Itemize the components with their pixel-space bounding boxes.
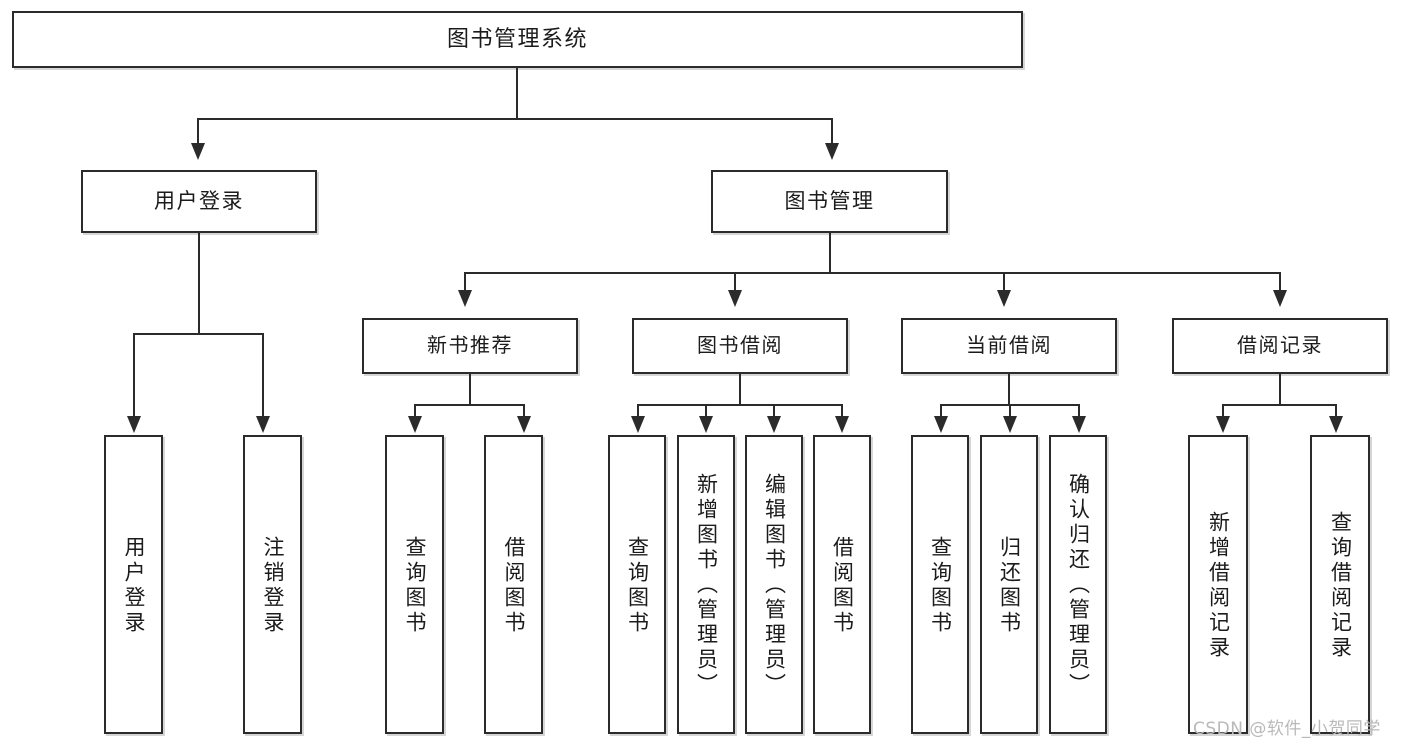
connector-user-login-stem bbox=[198, 233, 201, 334]
node-label: 新增借阅记录 bbox=[1206, 510, 1231, 661]
connector-bb-to-leaf-3 bbox=[773, 404, 776, 418]
node-label: 图书管理 bbox=[784, 189, 875, 214]
node-borrow-record[interactable]: 借阅记录 bbox=[1172, 318, 1388, 374]
connector-bb-to-leaf-2 bbox=[705, 404, 708, 418]
arrow-to-leaf-logout bbox=[256, 416, 270, 433]
leaf-edit-book-admin[interactable]: 编辑图书（管理员） bbox=[745, 435, 803, 734]
connector-bm-to-new-book bbox=[464, 272, 467, 292]
leaf-add-book-admin[interactable]: 新增图书（管理员） bbox=[677, 435, 735, 734]
connector-bm-to-book-borrow bbox=[734, 272, 737, 292]
arrow-to-leaf-query-book-nb bbox=[408, 416, 422, 433]
connector-root-stem bbox=[516, 68, 519, 119]
node-label: 图书管理系统 bbox=[446, 26, 588, 52]
leaf-confirm-return-admin[interactable]: 确认归还（管理员） bbox=[1049, 435, 1107, 734]
connector-bm-to-current-borrow bbox=[1003, 272, 1006, 292]
connector-br-to-leaf-1 bbox=[1222, 404, 1225, 418]
node-book-management[interactable]: 图书管理 bbox=[711, 170, 948, 233]
node-current-borrow[interactable]: 当前借阅 bbox=[901, 318, 1117, 374]
leaf-query-book-current[interactable]: 查询图书 bbox=[911, 435, 969, 734]
leaf-return-book[interactable]: 归还图书 bbox=[980, 435, 1038, 734]
connector-new-book-to-leaf-1 bbox=[414, 404, 417, 418]
connector-root-to-book-management bbox=[831, 118, 834, 145]
connector-br-to-leaf-2 bbox=[1335, 404, 1338, 418]
leaf-borrow-book[interactable]: 借阅图书 bbox=[813, 435, 871, 734]
connector-new-book-bus bbox=[414, 404, 525, 407]
arrow-to-leaf-edit-book bbox=[767, 416, 781, 433]
node-root-book-management-system[interactable]: 图书管理系统 bbox=[12, 11, 1023, 68]
connector-user-login-bus bbox=[133, 333, 264, 336]
leaf-logout[interactable]: 注销登录 bbox=[243, 435, 302, 734]
arrow-to-borrow-record bbox=[1273, 290, 1287, 307]
arrow-to-new-book bbox=[458, 290, 472, 307]
arrow-to-leaf-borrow-book-nb bbox=[517, 416, 531, 433]
node-label: 用户登录 bbox=[122, 535, 146, 636]
connector-bb-to-leaf-4 bbox=[841, 404, 844, 418]
node-label: 当前借阅 bbox=[966, 333, 1052, 358]
connector-book-management-bus bbox=[464, 272, 1281, 275]
connector-book-management-stem bbox=[829, 233, 832, 273]
connector-cb-to-leaf-3 bbox=[1078, 404, 1081, 418]
node-label: 归还图书 bbox=[997, 535, 1022, 636]
leaf-user-login[interactable]: 用户登录 bbox=[104, 435, 163, 734]
node-label: 用户登录 bbox=[154, 189, 244, 214]
connector-bb-to-leaf-1 bbox=[637, 404, 640, 418]
connector-new-book-to-leaf-2 bbox=[523, 404, 526, 418]
node-label: 查询借阅记录 bbox=[1328, 510, 1353, 661]
connector-user-login-to-leaf-2 bbox=[262, 333, 265, 418]
arrow-to-leaf-add-book bbox=[699, 416, 713, 433]
node-new-book-recommend[interactable]: 新书推荐 bbox=[362, 318, 578, 374]
node-label: 新书推荐 bbox=[427, 333, 513, 358]
connector-root-to-user-login bbox=[197, 118, 200, 145]
connector-cb-to-leaf-2 bbox=[1009, 404, 1012, 418]
arrow-to-leaf-query-book-cb bbox=[934, 416, 948, 433]
connector-book-borrow-bus bbox=[637, 404, 843, 407]
leaf-query-book-borrow[interactable]: 查询图书 bbox=[608, 435, 666, 734]
arrow-to-leaf-borrow-book-bb bbox=[835, 416, 849, 433]
connector-borrow-record-stem bbox=[1279, 374, 1282, 405]
arrow-to-book-borrow bbox=[728, 290, 742, 307]
node-label: 借阅图书 bbox=[502, 535, 526, 636]
arrow-to-leaf-return-book bbox=[1003, 416, 1017, 433]
node-book-borrow[interactable]: 图书借阅 bbox=[632, 318, 848, 374]
node-label: 注销登录 bbox=[261, 535, 285, 636]
arrow-to-book-management bbox=[825, 143, 839, 160]
arrow-to-leaf-user-login bbox=[127, 416, 141, 433]
leaf-add-borrow-record[interactable]: 新增借阅记录 bbox=[1188, 435, 1248, 734]
node-label: 查询图书 bbox=[928, 535, 953, 636]
node-label: 借阅图书 bbox=[830, 535, 855, 636]
connector-book-borrow-stem bbox=[739, 374, 742, 405]
node-label: 借阅记录 bbox=[1237, 333, 1323, 358]
connector-new-book-stem bbox=[469, 374, 472, 405]
node-label: 确认归还（管理员） bbox=[1066, 473, 1091, 698]
connector-bm-to-borrow-record bbox=[1279, 272, 1282, 292]
arrow-to-current-borrow bbox=[997, 290, 1011, 307]
connector-cb-to-leaf-1 bbox=[940, 404, 943, 418]
node-label: 查询图书 bbox=[403, 535, 427, 636]
connector-borrow-record-bus bbox=[1222, 404, 1337, 407]
node-label: 编辑图书（管理员） bbox=[762, 473, 787, 698]
arrow-to-leaf-confirm-return bbox=[1072, 416, 1086, 433]
leaf-query-book-new-recommend[interactable]: 查询图书 bbox=[385, 435, 444, 734]
node-label: 查询图书 bbox=[625, 535, 650, 636]
arrow-to-leaf-query-record bbox=[1329, 416, 1343, 433]
node-user-login[interactable]: 用户登录 bbox=[81, 170, 317, 233]
leaf-query-borrow-record[interactable]: 查询借阅记录 bbox=[1310, 435, 1370, 734]
arrow-to-leaf-query-book-bb bbox=[631, 416, 645, 433]
node-label: 图书借阅 bbox=[697, 333, 783, 358]
connector-root-bus bbox=[197, 118, 833, 121]
leaf-borrow-book-new-recommend[interactable]: 借阅图书 bbox=[484, 435, 543, 734]
arrow-to-user-login bbox=[191, 143, 205, 160]
connector-current-borrow-stem bbox=[1008, 374, 1011, 405]
connector-user-login-to-leaf-1 bbox=[133, 333, 136, 418]
node-label: 新增图书（管理员） bbox=[694, 473, 719, 698]
arrow-to-leaf-add-record bbox=[1216, 416, 1230, 433]
